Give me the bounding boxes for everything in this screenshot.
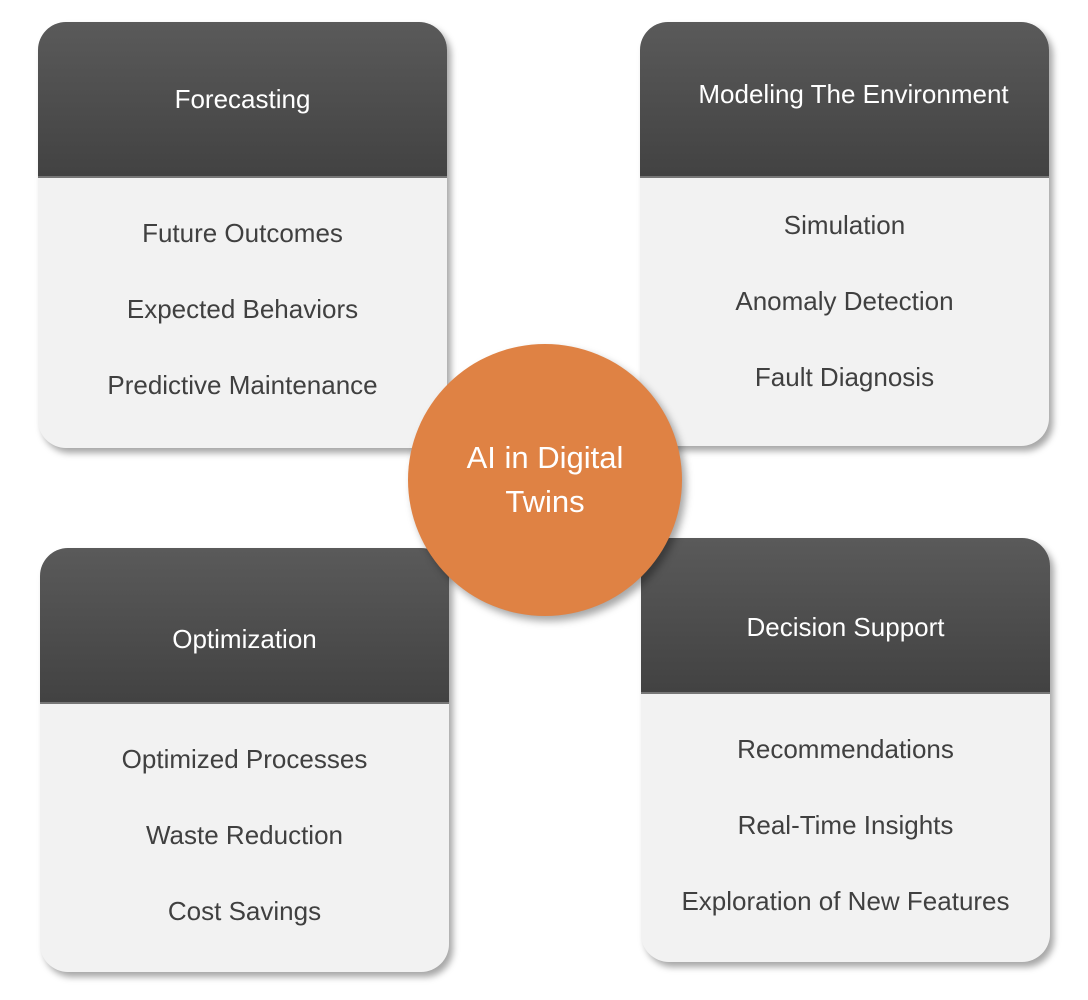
card-item: Real-Time Insights xyxy=(737,810,954,840)
card-item: Waste Reduction xyxy=(145,820,344,850)
card-item: Cost Savings xyxy=(167,896,322,926)
card-item: Optimized Processes xyxy=(121,744,368,774)
card-item: Recommendations xyxy=(737,734,954,764)
card-optimization: Optimization Optimized Processes Waste R… xyxy=(40,548,449,972)
card-forecasting: Forecasting Future Outcomes Expected Beh… xyxy=(38,22,447,448)
center-title-line1: AI in Digital xyxy=(466,440,624,475)
card-title: Forecasting xyxy=(38,22,447,178)
center-circle: AI in Digital Twins xyxy=(408,344,682,616)
card-modeling-environment: Modeling The Environment Simulation Anom… xyxy=(640,22,1049,446)
card-title: Optimization xyxy=(40,548,449,704)
card-item: Exploration of New Features xyxy=(681,886,1010,916)
card-item: Future Outcomes xyxy=(142,218,343,248)
card-title: Modeling The Environment xyxy=(640,22,1049,178)
card-decision-support: Decision Support Recommendations Real-Ti… xyxy=(641,538,1050,962)
card-item: Fault Diagnosis xyxy=(754,362,935,392)
center-title-line2: Twins xyxy=(505,484,585,519)
card-title: Decision Support xyxy=(641,538,1050,694)
card-item: Expected Behaviors xyxy=(126,294,359,324)
card-item: Predictive Maintenance xyxy=(107,370,378,400)
card-item: Anomaly Detection xyxy=(735,286,954,316)
card-item: Simulation xyxy=(783,210,906,240)
